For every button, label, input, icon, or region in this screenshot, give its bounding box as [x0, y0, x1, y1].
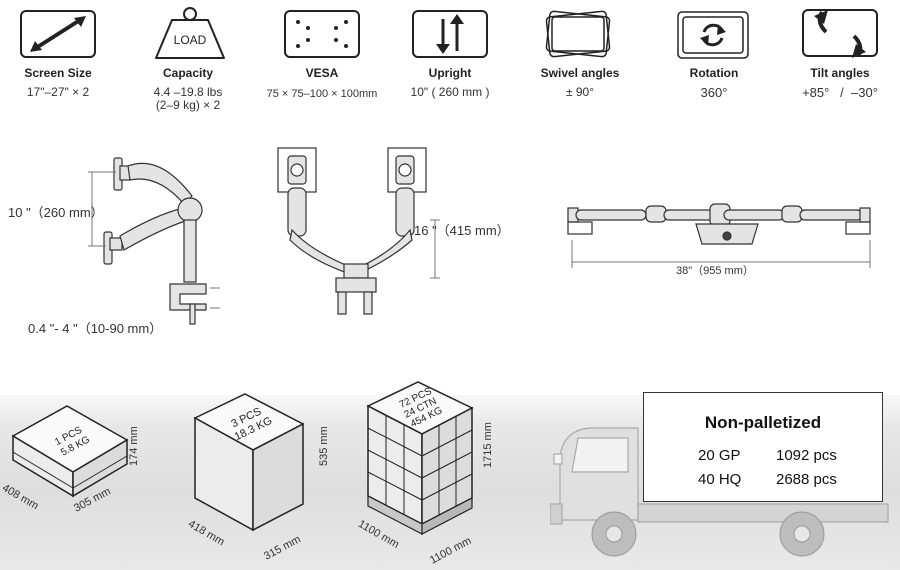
package-3-height: 1715 mm — [482, 422, 494, 468]
package-1-height: 174 mm — [128, 426, 140, 466]
weight-load-icon: LOAD — [155, 7, 225, 59]
side-view-drawing — [88, 157, 220, 325]
spec-value-rotation: 360° — [700, 85, 728, 100]
vesa-holes-icon — [284, 10, 360, 58]
top-view-drawing — [567, 203, 871, 268]
package-carton-box: 3 PCS 18.3 KG — [193, 393, 305, 532]
dimension-pole-height: 16 "（415 mm） — [414, 223, 510, 238]
spec-label-tilt: Tilt angles — [810, 66, 870, 80]
tilt-arrows-icon — [802, 9, 878, 58]
shipping-qty-20gp: 1092 pcs — [776, 447, 837, 464]
spec-label-screen-size: Screen Size — [24, 66, 92, 80]
spec-value-vesa: 75 × 75–100 × 100mm — [266, 88, 378, 100]
up-down-arrows-icon — [412, 10, 488, 58]
package-single-box: 1 PCS 5.8 KG — [11, 405, 129, 498]
dimension-span: 38"（955 mm） — [676, 265, 754, 277]
shipping-title: Non-palletized — [704, 413, 822, 432]
spec-value-upright: 10" ( 260 mm ) — [410, 85, 490, 99]
diagonal-arrow-icon — [20, 10, 96, 58]
shipping-info-box: Non-palletized 20 GP 1092 pcs 40 HQ 2688… — [643, 392, 883, 502]
dimension-clamp-range: 0.4 "- 4 "（10-90 mm） — [28, 321, 163, 336]
spec-value-tilt: +85° / –30° — [802, 85, 878, 100]
swivel-frames-icon — [545, 10, 611, 58]
spec-label-swivel: Swivel angles — [540, 66, 620, 80]
spec-label-vesa: VESA — [305, 66, 339, 80]
front-view-drawing — [277, 147, 440, 315]
package-2-height: 535 mm — [318, 426, 330, 466]
spec-value-capacity-line2: (2–9 kg) × 2 — [155, 98, 221, 112]
spec-value-capacity-line1: 4.4 –19.8 lbs — [153, 85, 223, 99]
dimension-arm-height: 10 "（260 mm） — [8, 205, 104, 220]
spec-value-screen-size: 17"–27" × 2 — [26, 85, 90, 99]
spec-value-swivel: ± 90° — [565, 85, 595, 99]
truck-illustration — [550, 427, 889, 557]
shipping-container-20gp: 20 GP — [698, 447, 741, 464]
spec-label-capacity: Capacity — [162, 66, 214, 80]
spec-label-rotation: Rotation — [689, 66, 739, 80]
load-text: LOAD — [174, 33, 207, 47]
package-pallet: 72 PCS 24 CTN 454 KG — [366, 381, 474, 535]
rotation-icon — [677, 11, 749, 59]
shipping-container-40hq: 40 HQ — [698, 471, 742, 488]
spec-label-upright: Upright — [428, 66, 472, 80]
shipping-qty-40hq: 2688 pcs — [776, 471, 837, 488]
